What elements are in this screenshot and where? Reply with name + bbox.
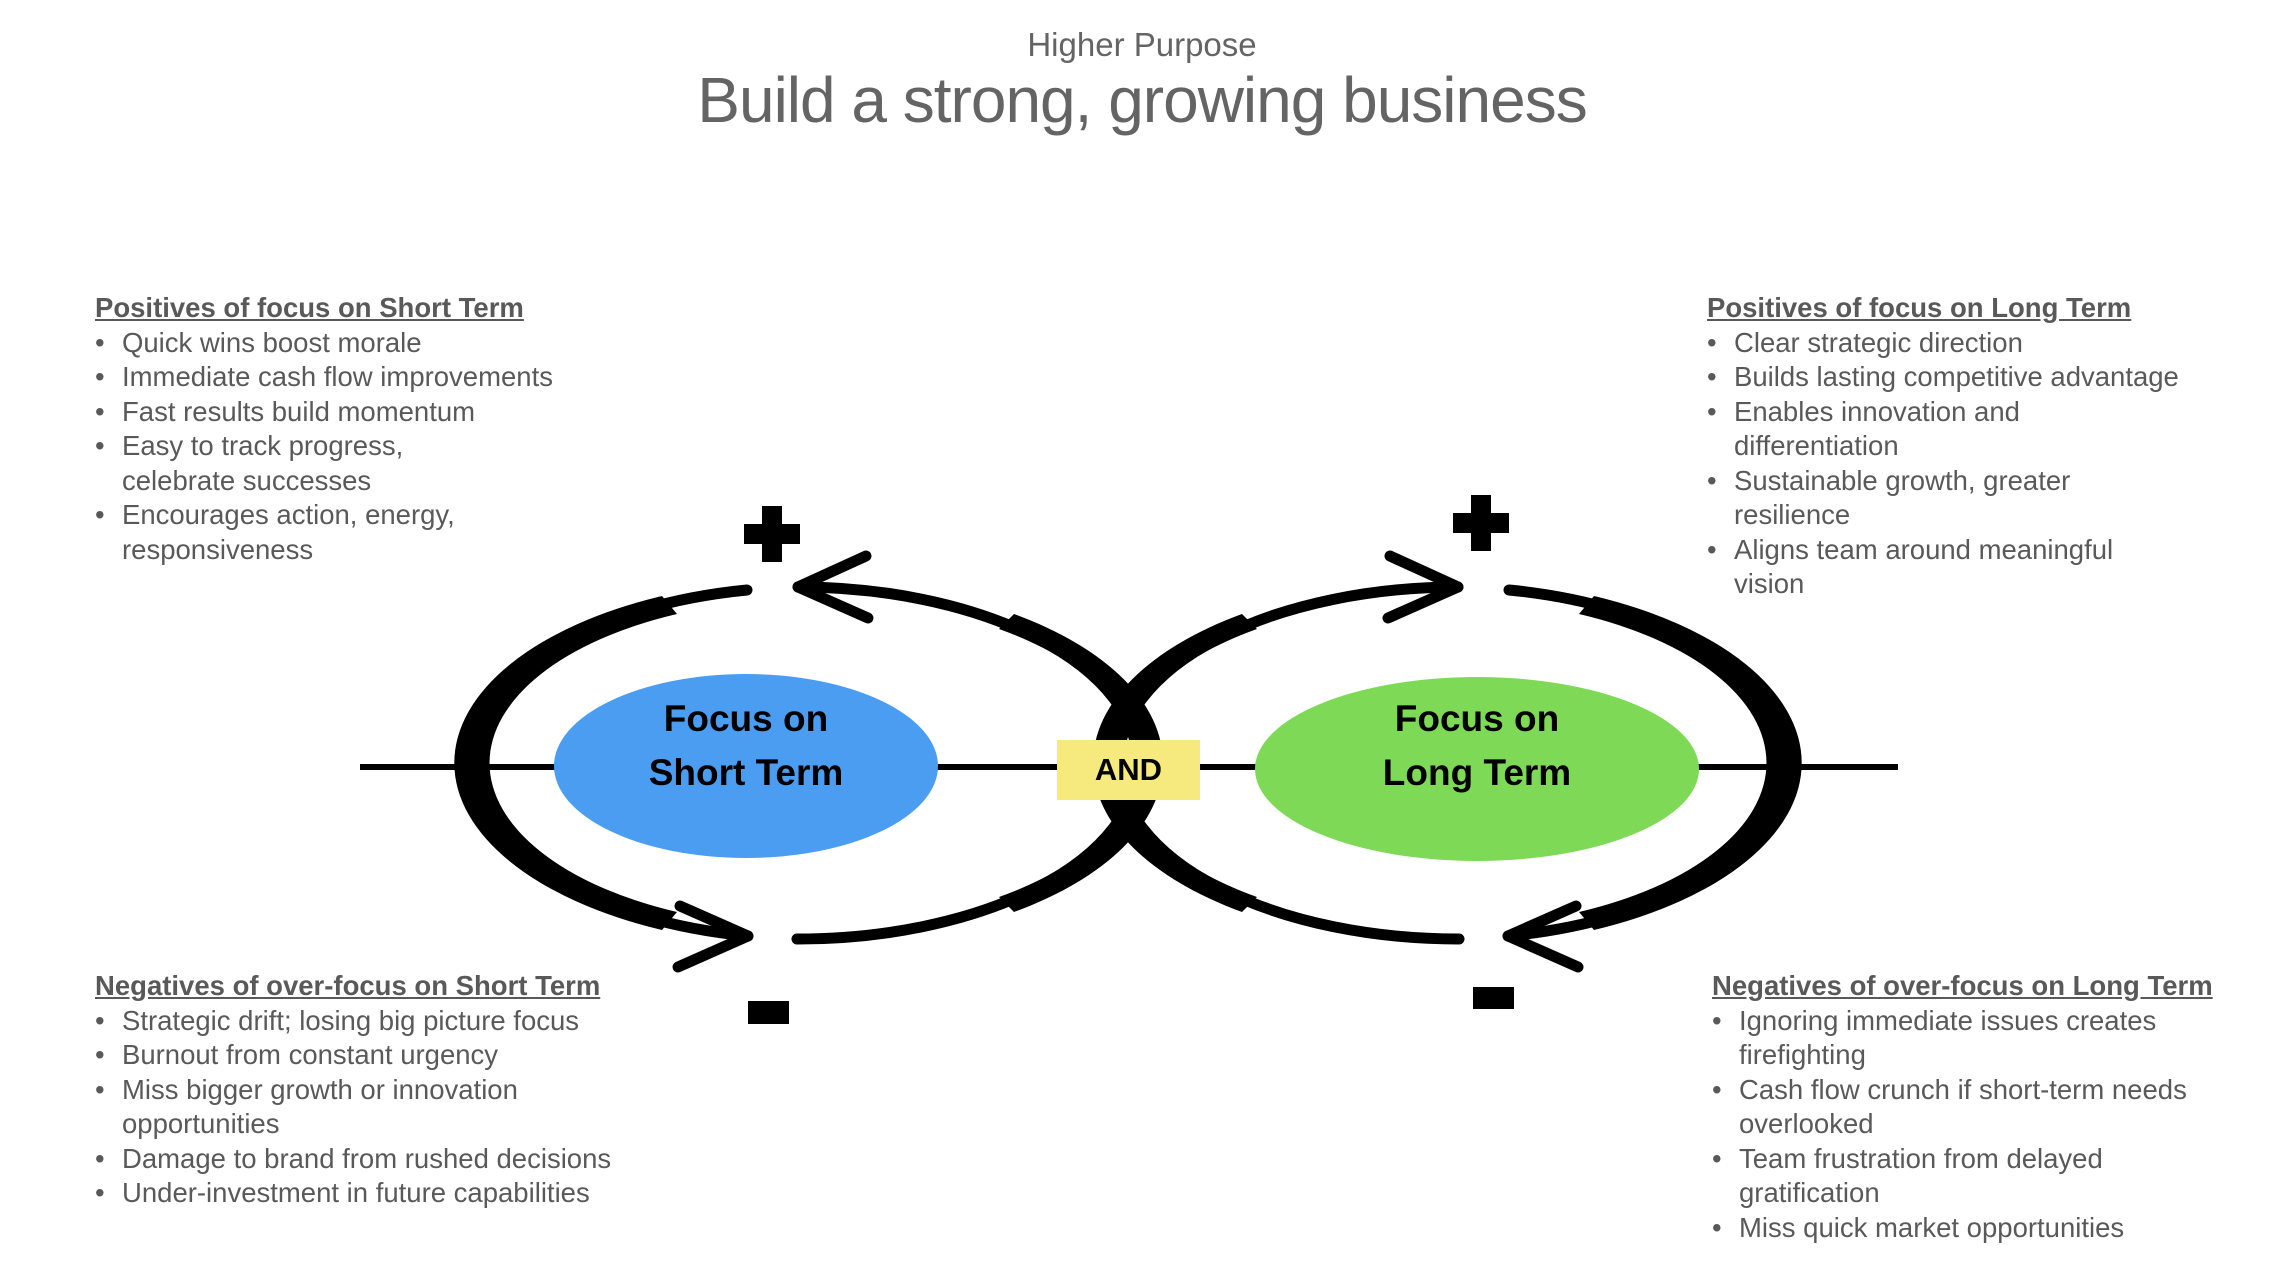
plus-icon-right bbox=[1453, 495, 1509, 551]
plus-icon-left bbox=[744, 506, 800, 562]
left-loop-outer-crescent bbox=[454, 596, 677, 930]
bullet-glyph: • bbox=[95, 1177, 105, 1208]
quadrant-positives-long-term: Positives of focus on Long Term •Clear s… bbox=[1707, 291, 2277, 602]
bullet-glyph: • bbox=[95, 361, 105, 392]
long-term-label: Focus on Long Term bbox=[1287, 692, 1667, 800]
arrowhead-bottom-left-icon bbox=[672, 900, 754, 973]
list-item: •Encourages action, energy, responsivene… bbox=[95, 499, 455, 565]
quadrant-heading: Positives of focus on Short Term bbox=[95, 292, 524, 323]
bullet-glyph: • bbox=[95, 1004, 105, 1036]
list-item: •Immediate cash flow improvements bbox=[95, 360, 715, 395]
bullet-glyph: • bbox=[95, 430, 105, 461]
short-term-label-line1: Focus on bbox=[663, 698, 829, 739]
list-item: •Team frustration from delayed gratifica… bbox=[1712, 1142, 2103, 1209]
bullet-glyph: • bbox=[1707, 533, 1717, 565]
list-item: •Aligns team around meaningful vision bbox=[1707, 533, 2114, 600]
minus-icon-right bbox=[1473, 987, 1514, 1009]
bullet-glyph: • bbox=[95, 395, 105, 427]
bullet-glyph: • bbox=[95, 1039, 105, 1070]
arrowhead-top-right-icon bbox=[1382, 550, 1464, 624]
long-term-label-line1: Focus on bbox=[1394, 698, 1560, 739]
quadrant-list: •Ignoring immediate issues creates firef… bbox=[1712, 1004, 2282, 1246]
bullet-glyph: • bbox=[1707, 326, 1717, 358]
quadrant-list: •Strategic drift; losing big picture foc… bbox=[95, 1004, 735, 1211]
right-loop-outer-crescent bbox=[1579, 596, 1802, 930]
list-item: •Miss quick market opportunities bbox=[1712, 1211, 2282, 1246]
quadrant-heading: Positives of focus on Long Term bbox=[1707, 292, 2132, 323]
long-term-ellipse bbox=[1255, 677, 1699, 861]
quadrant-list: •Clear strategic direction •Builds lasti… bbox=[1707, 326, 2277, 602]
arrowhead-top-left-icon bbox=[792, 550, 874, 624]
bullet-glyph: • bbox=[95, 499, 105, 530]
quadrant-list: •Quick wins boost morale •Immediate cash… bbox=[95, 326, 715, 568]
list-item: •Sustainable growth, greater resilience bbox=[1707, 464, 2071, 531]
list-item: •Strategic drift; losing big picture foc… bbox=[95, 1004, 735, 1039]
bullet-glyph: • bbox=[1712, 1142, 1722, 1174]
higher-purpose-label: Higher Purpose bbox=[1027, 26, 1257, 63]
quadrant-heading: Negatives of over-focus on Long Term bbox=[1712, 970, 2213, 1001]
list-item: •Under-investment in future capabilities bbox=[95, 1176, 735, 1211]
quadrant-heading: Negatives of over-focus on Short Term bbox=[95, 970, 601, 1001]
quadrant-negatives-long-term: Negatives of over-focus on Long Term •Ig… bbox=[1712, 969, 2282, 1245]
arrowhead-bottom-right-icon bbox=[1502, 900, 1584, 973]
short-term-label: Focus on Short Term bbox=[556, 692, 936, 800]
short-term-ellipse bbox=[554, 674, 938, 858]
list-item: •Fast results build momentum bbox=[95, 395, 715, 430]
list-item: •Miss bigger growth or innovation opport… bbox=[95, 1073, 518, 1140]
right-loop-inner-crescent bbox=[1092, 614, 1257, 912]
list-item: •Enables innovation and differentiation bbox=[1707, 395, 2020, 462]
title-block: Higher Purpose Build a strong, growing b… bbox=[0, 26, 2284, 136]
list-item: •Quick wins boost morale bbox=[95, 326, 715, 361]
bullet-glyph: • bbox=[1707, 464, 1717, 496]
bullet-glyph: • bbox=[95, 1073, 105, 1105]
page-title: Build a strong, growing business bbox=[697, 64, 1587, 136]
list-item: •Burnout from constant urgency bbox=[95, 1038, 735, 1073]
bullet-glyph: • bbox=[1712, 1004, 1722, 1036]
bullet-glyph: • bbox=[95, 326, 105, 358]
list-item: •Easy to track progress, celebrate succe… bbox=[95, 430, 404, 496]
list-item: •Damage to brand from rushed decisions bbox=[95, 1142, 735, 1177]
and-connector: AND bbox=[1057, 740, 1200, 800]
bullet-glyph: • bbox=[1712, 1211, 1722, 1243]
list-item: •Ignoring immediate issues creates firef… bbox=[1712, 1004, 2157, 1071]
bullet-glyph: • bbox=[1707, 361, 1717, 392]
bullet-glyph: • bbox=[1707, 395, 1717, 427]
bullet-glyph: • bbox=[1712, 1073, 1722, 1105]
left-loop-inner-crescent bbox=[999, 614, 1164, 912]
list-item: •Cash flow crunch if short-term needs ov… bbox=[1712, 1073, 2187, 1140]
quadrant-positives-short-term: Positives of focus on Short Term •Quick … bbox=[95, 291, 715, 567]
list-item: •Builds lasting competitive advantage bbox=[1707, 360, 2277, 395]
short-term-label-line2: Short Term bbox=[648, 752, 844, 793]
long-term-label-line2: Long Term bbox=[1382, 752, 1572, 793]
bullet-glyph: • bbox=[95, 1142, 105, 1174]
minus-icon-left bbox=[748, 1001, 789, 1024]
list-item: •Clear strategic direction bbox=[1707, 326, 2277, 361]
quadrant-negatives-short-term: Negatives of over-focus on Short Term •S… bbox=[95, 969, 735, 1211]
